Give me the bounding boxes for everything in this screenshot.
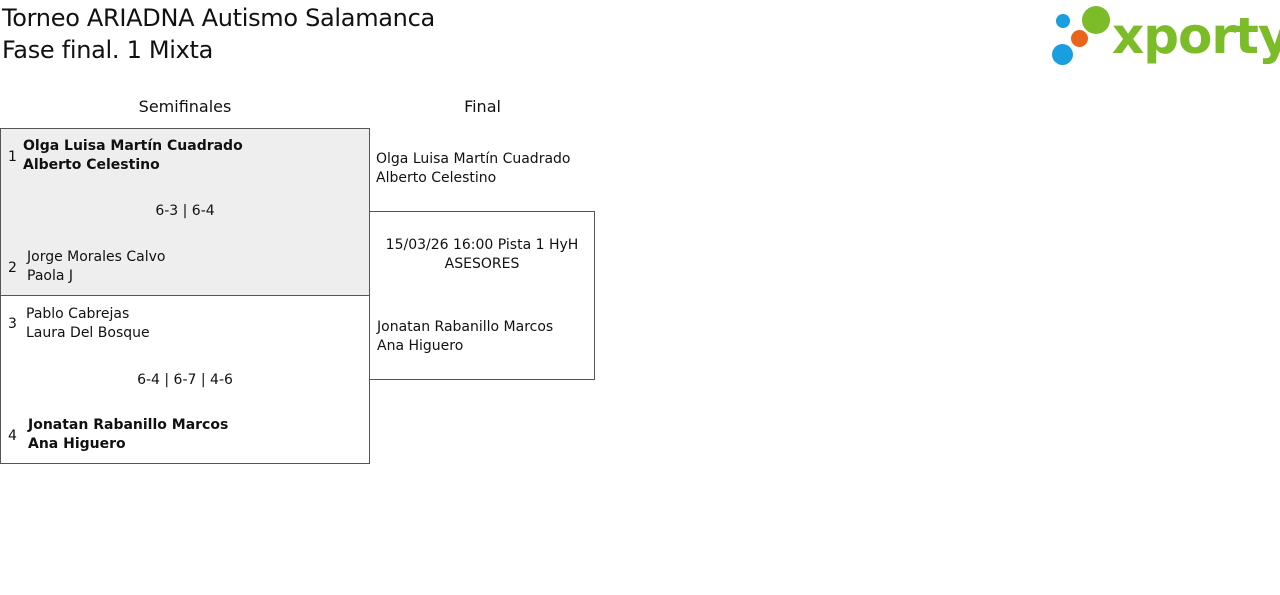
player-name: Laura Del Bosque bbox=[26, 325, 150, 341]
semifinal-match-1[interactable]: 1 Olga Luisa Martín Cuadrado Alberto Cel… bbox=[0, 128, 370, 296]
player-name: Pablo Cabrejas bbox=[26, 306, 130, 322]
final-sponsor: ASESORES bbox=[444, 256, 520, 272]
team: Pablo Cabrejas Laura Del Bosque bbox=[26, 305, 150, 343]
logo-dot-green bbox=[1082, 6, 1110, 34]
player-name: Ana Higuero bbox=[28, 436, 126, 452]
player-name: Ana Higuero bbox=[377, 338, 464, 354]
xporty-logo[interactable]: xporty bbox=[1050, 4, 1280, 68]
seed-number: 2 bbox=[8, 260, 17, 276]
player-name: Olga Luisa Martín Cuadrado bbox=[376, 151, 571, 167]
player-name: Jorge Morales Calvo bbox=[27, 249, 166, 265]
page-title: Torneo ARIADNA Autismo Salamanca Fase fi… bbox=[2, 2, 435, 66]
logo-dot-blue-top bbox=[1056, 14, 1070, 28]
player-name: Jonatan Rabanillo Marcos bbox=[377, 319, 554, 335]
final-match[interactable]: 15/03/26 16:00 Pista 1 HyH ASESORES Jona… bbox=[369, 211, 595, 380]
logo-text: xporty bbox=[1112, 7, 1280, 65]
final-schedule: 15/03/26 16:00 Pista 1 HyH ASESORES bbox=[370, 236, 594, 274]
final-header: Final bbox=[464, 97, 501, 116]
final-team-top: Olga Luisa Martín Cuadrado Alberto Celes… bbox=[376, 150, 570, 188]
seed-number: 3 bbox=[8, 316, 17, 332]
player-name: Olga Luisa Martín Cuadrado bbox=[23, 138, 243, 154]
team: Jorge Morales Calvo Paola J bbox=[27, 248, 165, 286]
seed-number: 4 bbox=[8, 428, 17, 444]
seed-number: 1 bbox=[8, 149, 17, 165]
tournament-name: Torneo ARIADNA Autismo Salamanca bbox=[2, 4, 435, 32]
final-date-court: 15/03/26 16:00 Pista 1 HyH bbox=[385, 237, 579, 253]
final-team-bottom: Jonatan Rabanillo Marcos Ana Higuero bbox=[377, 318, 553, 356]
logo-dot-blue-bottom bbox=[1052, 44, 1073, 65]
match-score: 6-3 | 6-4 bbox=[155, 203, 215, 219]
semifinal-match-2[interactable]: 3 Pablo Cabrejas Laura Del Bosque 6-4 | … bbox=[0, 295, 370, 464]
team-winner: Olga Luisa Martín Cuadrado Alberto Celes… bbox=[23, 137, 243, 175]
semifinals-header: Semifinales bbox=[138, 97, 232, 116]
logo-dot-orange bbox=[1071, 30, 1088, 47]
player-name: Alberto Celestino bbox=[376, 170, 497, 186]
player-name: Alberto Celestino bbox=[23, 157, 160, 173]
player-name: Paola J bbox=[27, 268, 74, 284]
team-winner: Jonatan Rabanillo Marcos Ana Higuero bbox=[28, 416, 228, 454]
phase-name: Fase final. 1 Mixta bbox=[2, 36, 214, 64]
player-name: Jonatan Rabanillo Marcos bbox=[28, 417, 229, 433]
match-score: 6-4 | 6-7 | 4-6 bbox=[137, 372, 233, 388]
